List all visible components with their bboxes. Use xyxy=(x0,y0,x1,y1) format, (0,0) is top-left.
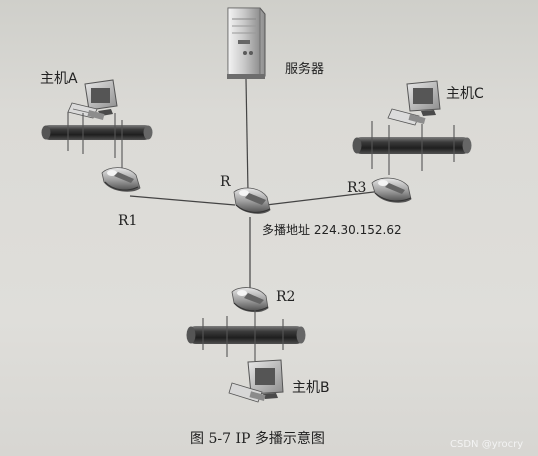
router-r-label: R xyxy=(220,174,231,190)
connection-lines xyxy=(129,78,383,292)
host-b-computer-icon xyxy=(228,359,284,403)
router-r2-label: R2 xyxy=(276,289,295,305)
r-to-r3-line xyxy=(265,190,383,206)
r1-to-r-line xyxy=(129,195,236,206)
host-a-label: 主机A xyxy=(40,71,78,87)
router-r1-icon xyxy=(101,167,141,192)
lan-b-bus xyxy=(186,310,306,362)
host-b-label: 主机B xyxy=(292,380,330,396)
host-c-computer-icon xyxy=(387,80,441,126)
server-to-router-r-line xyxy=(245,78,249,193)
router-r-icon xyxy=(233,187,271,214)
host-c-label: 主机C xyxy=(446,86,484,102)
csdn-watermark: CSDN @yrocry xyxy=(450,439,523,450)
server-label: 服务器 xyxy=(285,61,324,77)
router-r3-icon xyxy=(371,177,412,203)
server-icon xyxy=(227,7,266,79)
router-r1-label: R1 xyxy=(118,213,137,229)
host-a-computer-icon xyxy=(67,79,118,120)
lan-c-bus xyxy=(352,121,472,175)
figure-caption: 图 5-7 IP 多播示意图 xyxy=(190,430,325,447)
multicast-address-label: 多播地址 224.30.152.62 xyxy=(262,223,402,237)
router-r3-label: R3 xyxy=(347,180,366,196)
router-r2-icon xyxy=(231,287,269,313)
lan-a-bus xyxy=(41,112,153,168)
